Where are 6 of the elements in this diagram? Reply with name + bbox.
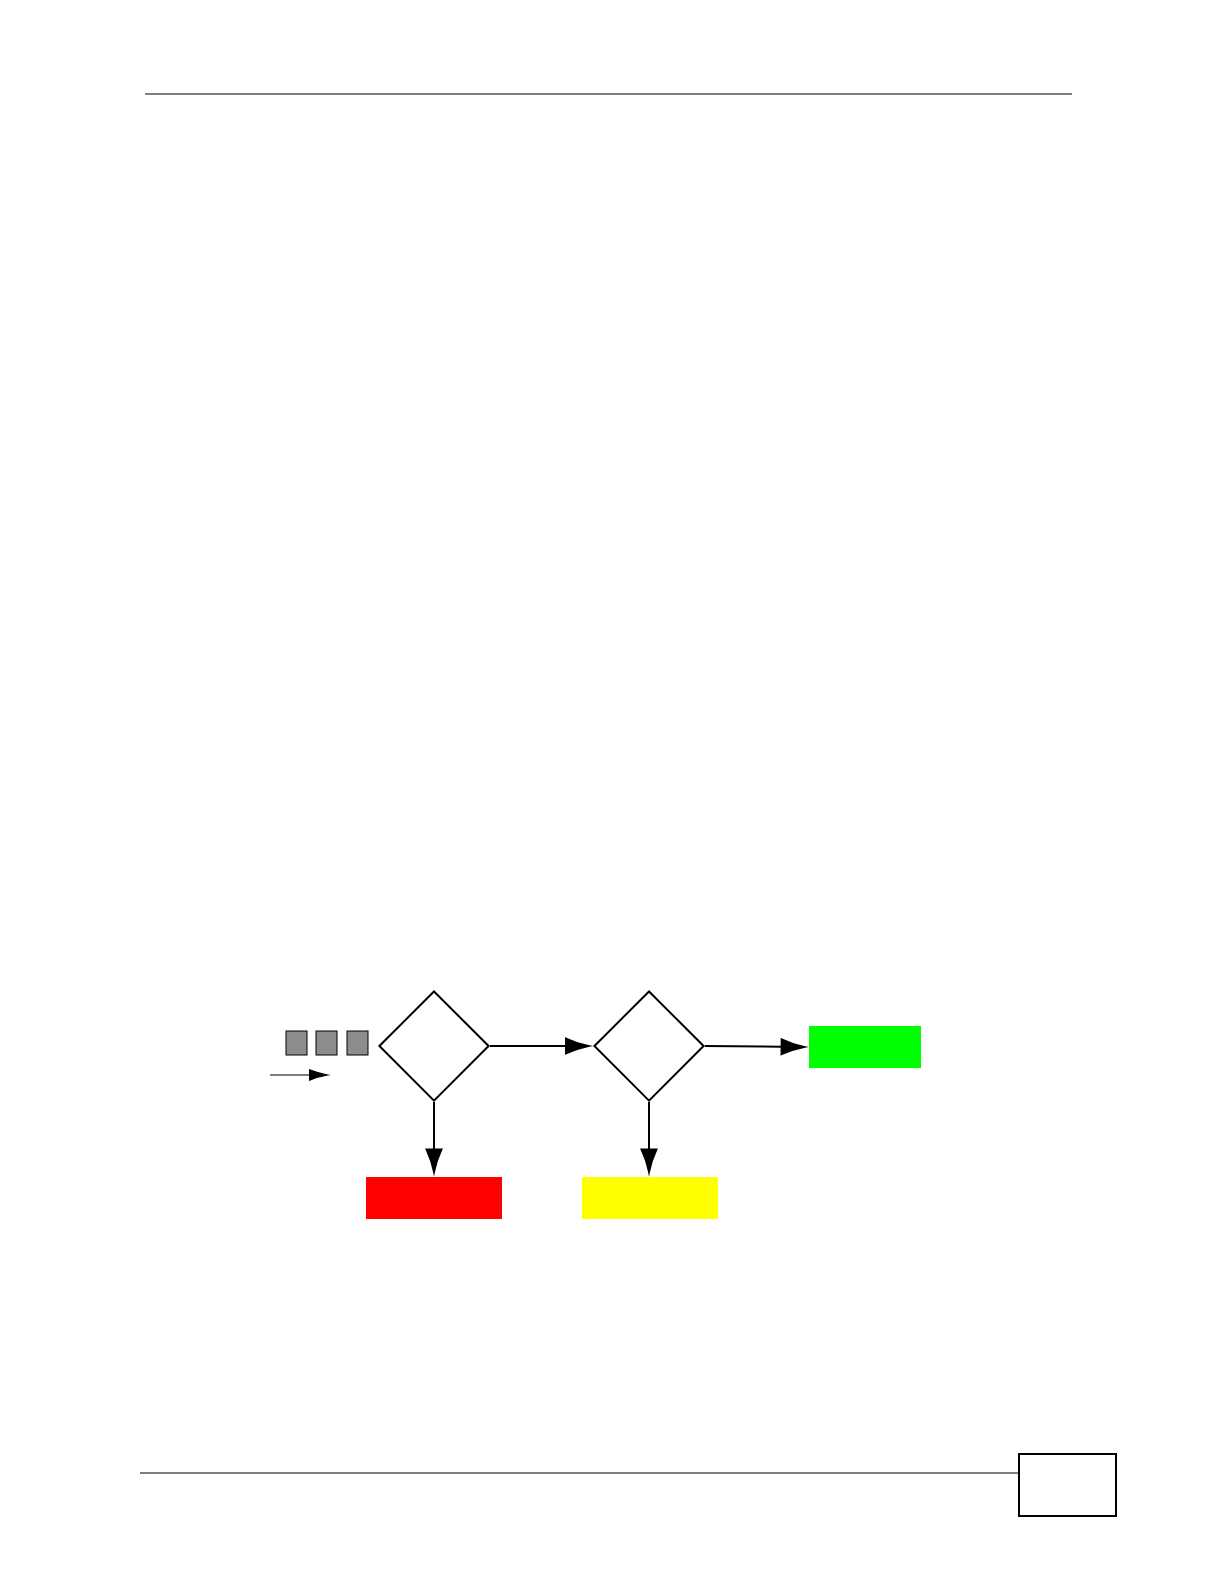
result-box <box>809 1026 921 1068</box>
result-box <box>582 1177 718 1219</box>
result-box <box>366 1177 502 1219</box>
decision-diamond <box>593 990 705 1102</box>
arrow <box>489 1037 590 1055</box>
decision-diamond <box>378 990 490 1102</box>
